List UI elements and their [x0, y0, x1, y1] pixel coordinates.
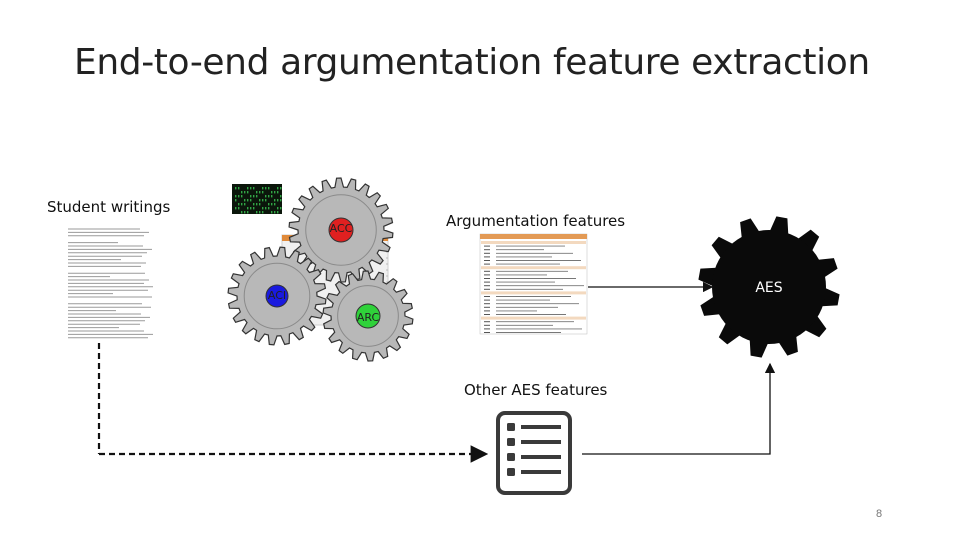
student-essay-document	[68, 228, 153, 339]
gear-aci-label: ACI	[268, 289, 286, 302]
gear-arc-label: ARC	[357, 311, 380, 324]
student-writings-label: Student writings	[47, 198, 171, 216]
checklist-icon	[496, 411, 572, 495]
gear-acc	[288, 177, 394, 283]
argumentation-features-label: Argumentation features	[446, 212, 626, 230]
slide-title: End-to-end argumentation feature extract…	[74, 42, 870, 83]
other-features-to-aes-arrow	[582, 362, 776, 455]
other-aes-features-label: Other AES features	[464, 381, 608, 399]
matrix-code-image	[232, 184, 282, 214]
gear-cluster	[227, 177, 414, 362]
gear-aci	[227, 246, 327, 346]
gear-arc	[322, 270, 414, 362]
aes-gear-label: AES	[755, 280, 782, 296]
gear-acc-label: ACC	[330, 222, 353, 235]
aes-gear	[698, 216, 840, 358]
argumentation-features-table	[479, 233, 588, 335]
page-number: 8	[876, 508, 883, 520]
